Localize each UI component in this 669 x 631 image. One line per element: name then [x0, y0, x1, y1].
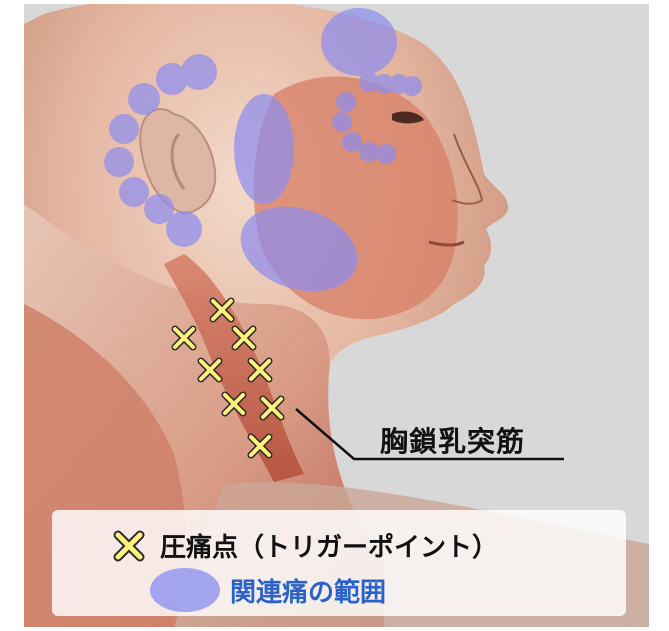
muscle-name-label: 胸鎖乳突筋 — [380, 420, 525, 460]
pain-area-swatch — [150, 568, 220, 612]
legend-referred-pain: 関連痛の範囲 — [200, 568, 386, 612]
trigger-point-label: 圧痛点（トリガーポイント） — [160, 527, 498, 564]
x-mark-icon — [112, 529, 146, 563]
referred-pain-label: 関連痛の範囲 — [230, 572, 386, 609]
legend-trigger-point: 圧痛点（トリガーポイント） — [112, 527, 498, 564]
